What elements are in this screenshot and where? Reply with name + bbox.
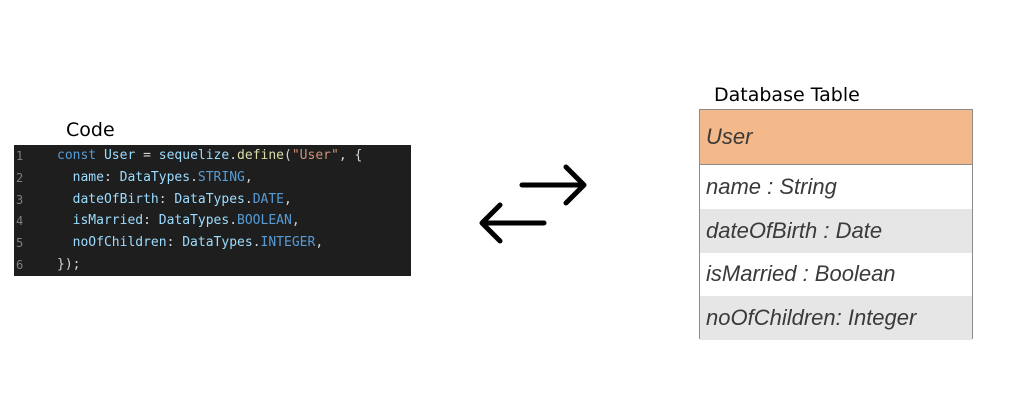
code-token: DATE [252,191,284,207]
right-arrow-head [563,164,587,206]
code-token: ( [284,148,292,163]
code-token: sequelize [158,148,230,163]
table-row-text: isMarried : Boolean [706,261,896,287]
line-number: 2 [16,170,24,185]
left-arrow-head [479,202,503,244]
code-token: = [135,148,159,163]
bidirectional-arrows-icon [479,164,587,244]
code-token: isMarried [57,213,144,229]
code-label: Code [66,119,115,141]
code-token: , [244,169,253,185]
code-token: STRING [197,169,245,185]
code-token: : [143,213,159,229]
code-token: DataTypes [174,191,245,207]
code-token: , { [338,148,363,163]
table-row-text: dateOfBirth : Date [706,217,883,243]
code-token: . [229,213,238,229]
code-token: noOfChildren [57,235,167,251]
table-row: name : String [700,165,972,209]
code-text: isMarried: DataTypes.BOOLEAN, [57,210,300,232]
line-number: 4 [16,214,24,229]
database-table: User name : String dateOfBirth : Date isMa… [699,109,973,340]
code-token: INTEGER [260,235,316,251]
code-text: dateOfBirth: DataTypes.DATE, [57,189,292,211]
line-number: 1 [16,149,24,163]
table-row: noOfChildren: Integer [700,296,972,340]
code-token: . [229,148,238,163]
code-token: . [252,235,261,251]
code-token: dateOfBirth [57,191,159,207]
code-text: name: DataTypes.STRING, [57,167,253,189]
database-table-label: Database Table [714,84,860,106]
code-token: : [166,235,183,251]
code-token: User [103,148,136,163]
code-token: : [158,191,175,207]
code-token: DataTypes [182,235,253,251]
code-token: }); [57,257,81,272]
line-number: 6 [16,258,24,272]
line-number: 3 [16,192,24,207]
table-row-text: noOfChildren: Integer [706,305,917,331]
code-token: , [315,235,324,251]
line-number: 5 [16,236,24,251]
code-token: const [57,148,104,163]
code-token: DataTypes [158,213,230,229]
table-row-text: name : String [706,173,837,199]
code-token: . [190,169,198,185]
table-row: isMarried : Boolean [700,252,972,297]
code-token: . [244,191,253,207]
code-token: BOOLEAN [237,213,292,229]
code-token: define [237,148,285,163]
code-token: name [57,169,104,185]
table-row: dateOfBirth : Date [700,208,972,253]
code-token: "User" [291,148,339,163]
code-text: noOfChildren: DataTypes.INTEGER, [57,232,324,254]
code-token: , [284,191,292,207]
code-text: const User = sequelize.define("User", { [57,145,362,167]
table-header: User [700,110,972,165]
table-name: User [706,124,753,149]
code-token: , [291,213,300,229]
code-text: }); [57,254,80,276]
code-token: DataTypes [119,169,191,185]
code-token: : [103,169,120,185]
